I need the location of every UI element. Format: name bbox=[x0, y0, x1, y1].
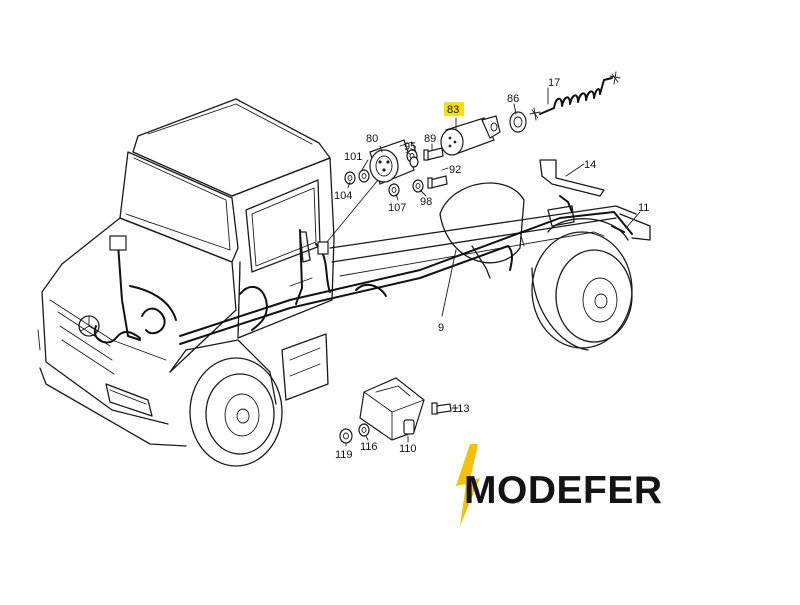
callout-80: 80 bbox=[366, 133, 378, 145]
callout-113: 113 bbox=[452, 403, 470, 415]
part-110-control-unit bbox=[359, 377, 425, 441]
callout-119: 119 bbox=[335, 449, 353, 461]
callout-11: 11 bbox=[638, 202, 649, 214]
small-fasteners bbox=[344, 147, 448, 197]
wiring-harness bbox=[93, 179, 633, 345]
rear-wheels bbox=[439, 182, 633, 351]
callout-92: 92 bbox=[449, 164, 461, 176]
callout-89: 89 bbox=[424, 133, 436, 145]
parts-113-116-119 bbox=[339, 402, 452, 444]
leader-9 bbox=[441, 249, 457, 317]
part-86-grommet bbox=[509, 111, 527, 133]
part-83-socket bbox=[440, 115, 501, 156]
callout-17: 17 bbox=[548, 77, 560, 89]
rear-bracket bbox=[539, 159, 651, 241]
chassis-frame bbox=[329, 205, 637, 279]
callout-107: 107 bbox=[388, 202, 406, 214]
truck-cab bbox=[37, 98, 335, 447]
callout-86: 86 bbox=[507, 93, 519, 105]
callout-110: 110 bbox=[399, 443, 417, 455]
lightning-bolt-icon bbox=[456, 444, 480, 526]
callout-95: 95 bbox=[404, 141, 416, 153]
part-17-coiled-cable bbox=[529, 71, 621, 121]
callout-83: 83 bbox=[447, 104, 459, 116]
leader-lines bbox=[345, 87, 641, 447]
front-wheel bbox=[189, 357, 283, 467]
callout-116: 116 bbox=[360, 441, 378, 453]
part-80-socket bbox=[369, 139, 417, 185]
callout-98: 98 bbox=[420, 196, 432, 208]
logo-text: MODEFER bbox=[464, 469, 663, 512]
callout-104: 104 bbox=[334, 190, 352, 202]
callout-101: 101 bbox=[344, 151, 362, 163]
callout-labels: 17 86 83 80 89 95 101 92 14 104 107 98 1… bbox=[334, 77, 649, 461]
callout-14: 14 bbox=[584, 159, 596, 171]
callout-9: 9 bbox=[438, 322, 444, 334]
modefer-logo: MODEFER bbox=[456, 444, 663, 526]
callout-highlight bbox=[444, 102, 464, 116]
